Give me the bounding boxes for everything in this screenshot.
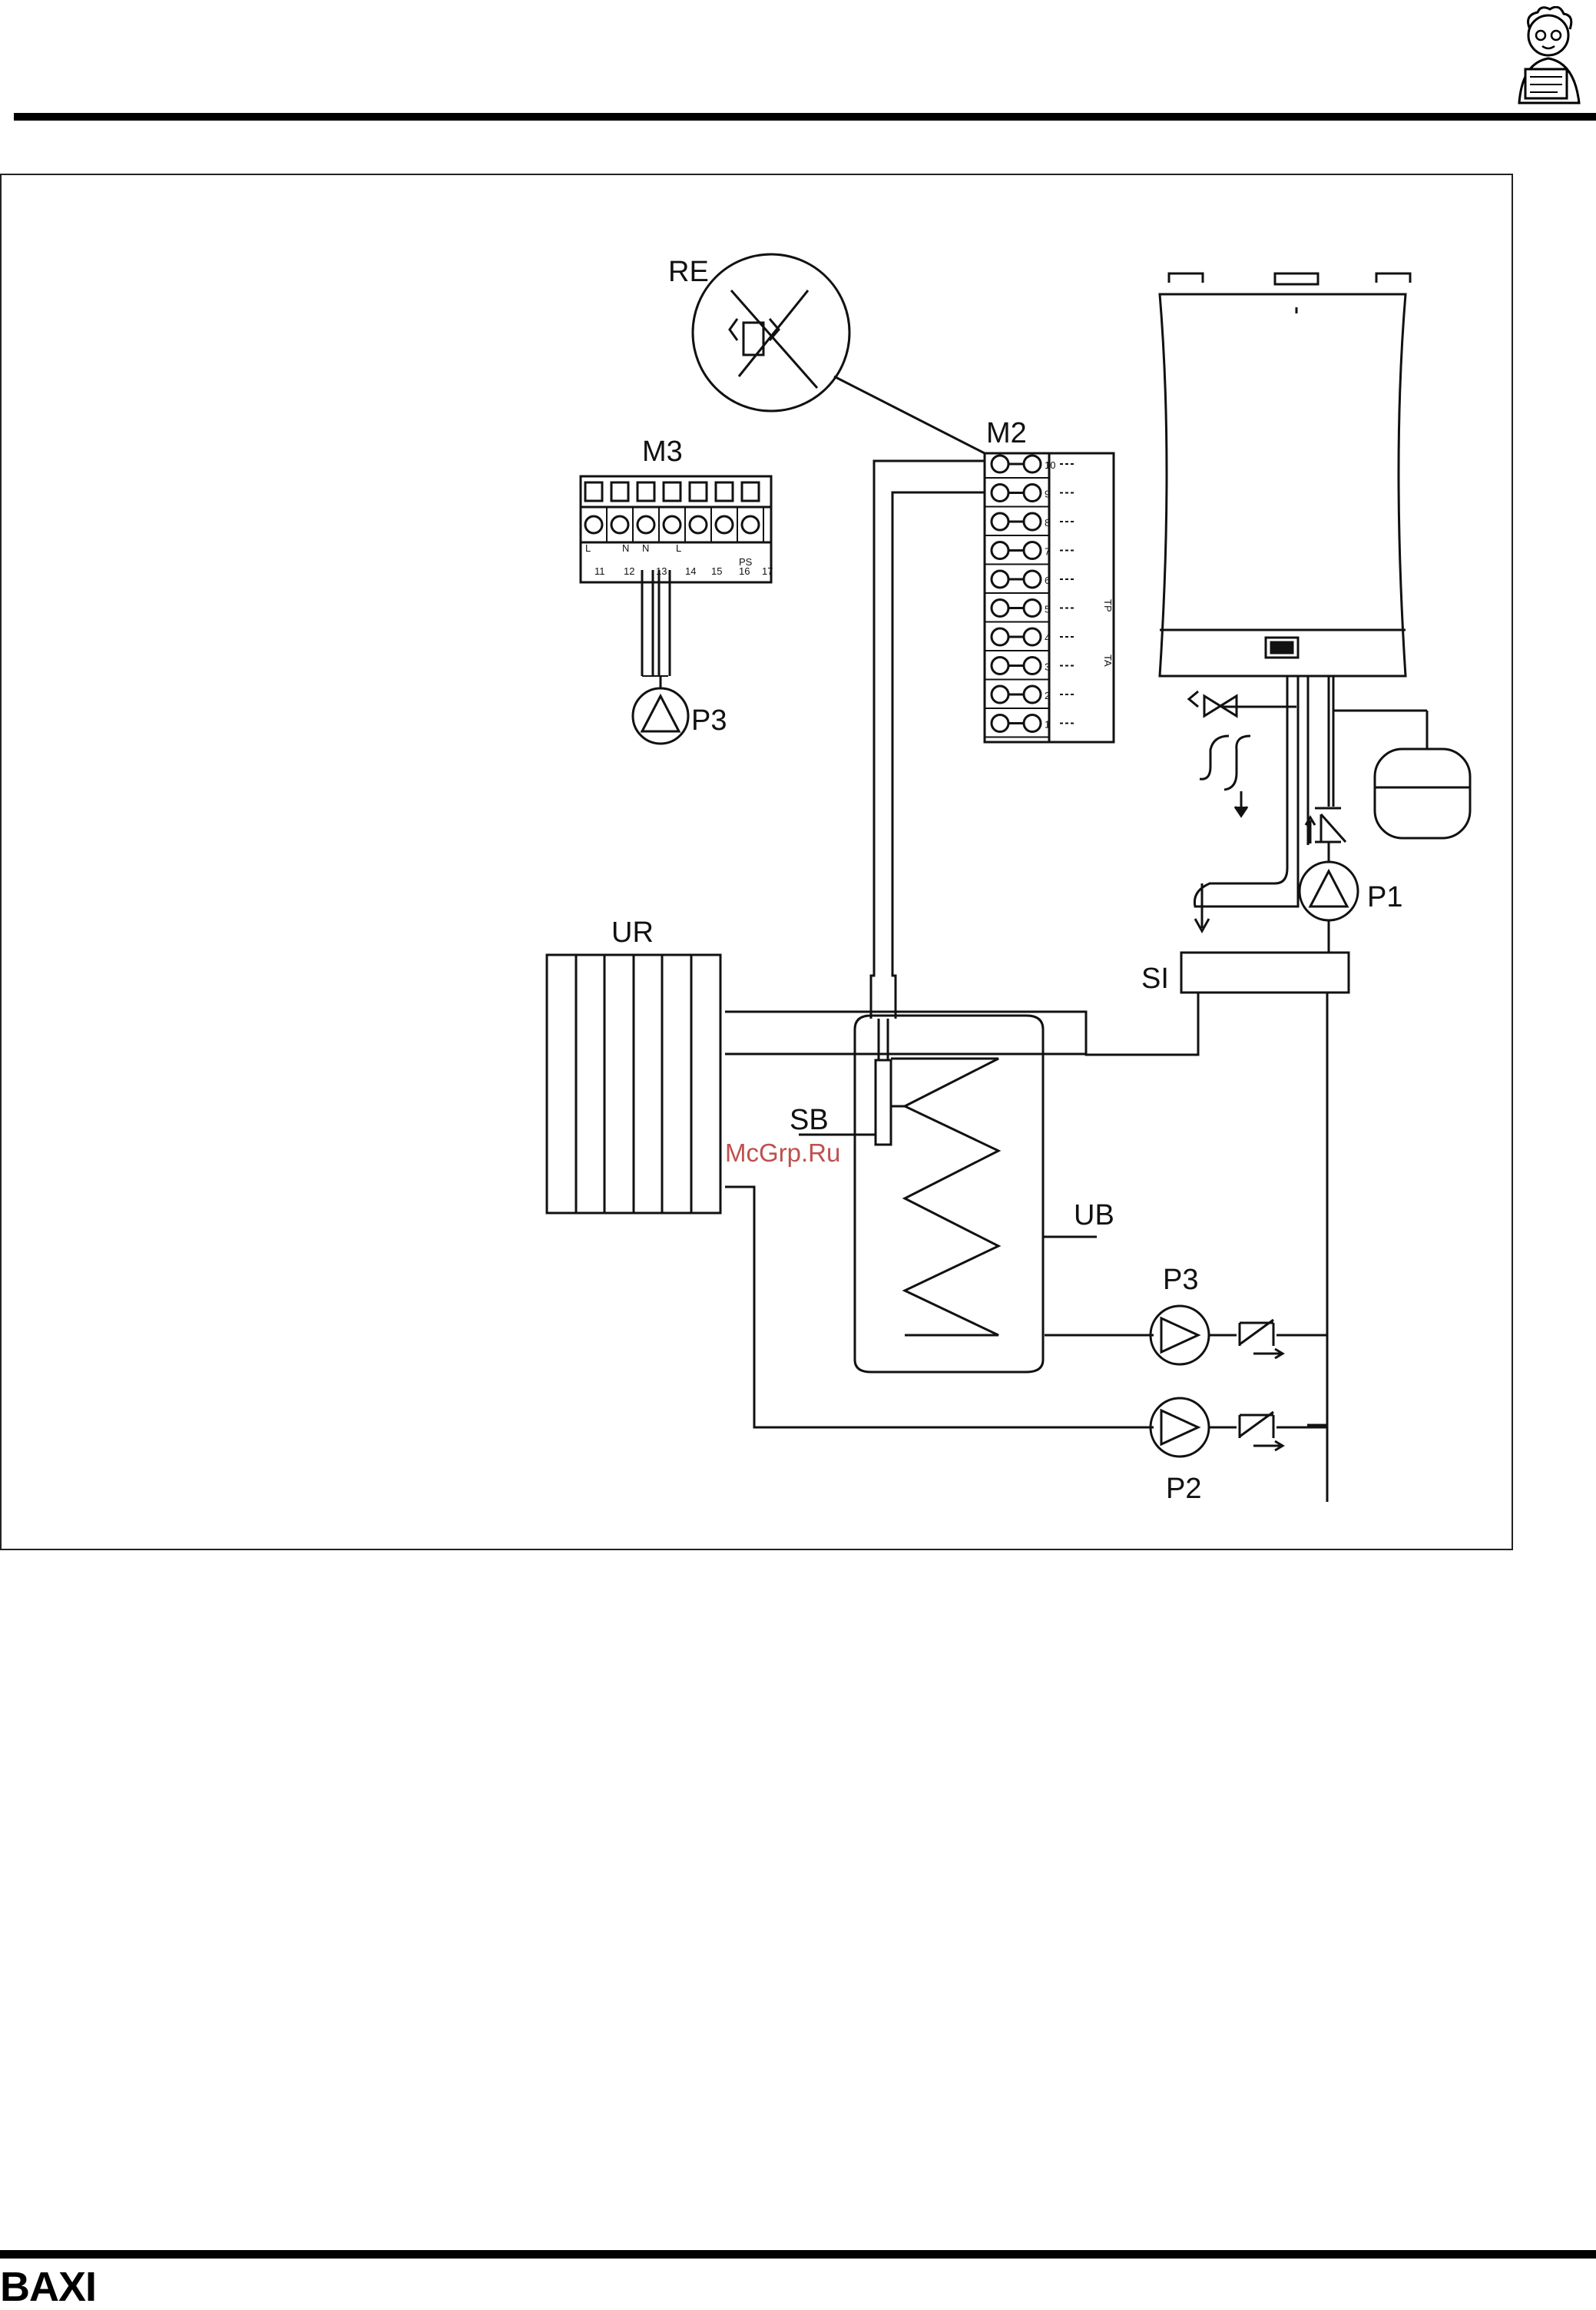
m3-screw	[610, 515, 630, 535]
m3-letter: N	[642, 542, 649, 554]
m2-terminal-number: 4	[1045, 632, 1050, 644]
m2-screw	[990, 656, 1010, 675]
m2-terminal-number: 1	[1045, 719, 1050, 731]
top-rule	[14, 113, 1596, 121]
m3-screw	[636, 515, 656, 535]
m3-ps-label: PS	[739, 556, 753, 568]
m3-screw	[714, 515, 734, 535]
m2-screw	[1022, 627, 1042, 647]
m2-terminal-number: 6	[1045, 575, 1050, 586]
m2-screw	[1022, 483, 1042, 502]
m3-terminal-number: 16	[739, 565, 750, 577]
m2-screw	[1022, 684, 1042, 704]
storage-tank-ub	[853, 1014, 1154, 1374]
m3-screw	[662, 515, 682, 535]
label-m3: M3	[642, 436, 683, 468]
pump-p3-tank	[1149, 1304, 1210, 1366]
m2-tp-label: TP	[1102, 599, 1114, 612]
m2-terminal-number: 10	[1045, 459, 1055, 471]
m2-terminal-number: 2	[1045, 690, 1050, 701]
m3-terminal-number: 11	[594, 565, 605, 577]
m3-letter: N	[622, 542, 629, 554]
m3-terminal-number: 12	[624, 565, 634, 577]
m2-screw	[1022, 512, 1042, 532]
m2-screw	[990, 714, 1010, 733]
sensor-sb	[799, 459, 985, 1146]
m2-screw	[990, 598, 1010, 618]
diagram-frame	[0, 174, 1513, 1550]
hydraulic-separator-si	[1180, 951, 1350, 994]
label-si: SI	[1141, 963, 1169, 995]
m3-terminal-number: 14	[685, 565, 696, 577]
m2-screw	[990, 483, 1010, 502]
relief-valve	[1187, 690, 1296, 818]
m3-top-cell	[662, 481, 682, 502]
watermark-text: McGrp.Ru	[725, 1138, 840, 1167]
m2-terminal-number: 5	[1045, 604, 1050, 615]
m3-terminal-number: 15	[711, 565, 722, 577]
m3-screw	[584, 515, 604, 535]
m2-ta-label: TA	[1102, 655, 1114, 667]
label-m2: M2	[986, 417, 1027, 449]
m2-screw	[1022, 454, 1042, 474]
relay-re	[691, 253, 985, 455]
m3-letter: L	[585, 542, 591, 554]
m2-screw	[1022, 656, 1042, 675]
m2-screw	[990, 541, 1010, 560]
m3-screw	[740, 515, 760, 535]
m3-top-cell	[584, 481, 604, 502]
pump-p1	[1298, 842, 1359, 922]
m3-terminal-number: 17	[762, 565, 773, 577]
label-sb: SB	[790, 1104, 829, 1136]
label-p3-tank: P3	[1163, 1264, 1198, 1296]
m2-screw	[1022, 714, 1042, 733]
m3-letter: L	[676, 542, 681, 554]
m3-top-cell	[610, 481, 630, 502]
boiler-unit	[1158, 272, 1412, 678]
m3-terminal-number: 13	[656, 565, 667, 577]
bottom-rule	[0, 2250, 1596, 2259]
m3-top-cell	[714, 481, 734, 502]
terminal-block-m3	[579, 475, 773, 677]
pump-p3-top	[631, 676, 690, 745]
m2-terminal-number: 3	[1045, 661, 1050, 673]
m2-screw	[990, 454, 1010, 474]
m2-screw	[990, 627, 1010, 647]
m3-top-cell	[688, 481, 708, 502]
m2-screw	[1022, 569, 1042, 589]
m2-screw	[1022, 598, 1042, 618]
m3-top-cell	[740, 481, 760, 502]
label-p3-top: P3	[691, 704, 727, 737]
label-ub: UB	[1074, 1199, 1114, 1231]
m3-top-cell	[636, 481, 656, 502]
m2-terminal-number: 8	[1045, 517, 1050, 529]
m2-terminal-number: 7	[1045, 546, 1050, 558]
label-re: RE	[668, 256, 709, 288]
brand-logo: BAXI	[0, 2264, 97, 2310]
m2-screw	[1022, 541, 1042, 560]
m2-screw	[990, 569, 1010, 589]
m2-screw	[990, 684, 1010, 704]
m2-screw	[990, 512, 1010, 532]
pump-p2	[1149, 1397, 1210, 1458]
expansion-vessel	[1333, 709, 1472, 840]
terminal-block-m2	[983, 452, 1115, 744]
m3-screw	[688, 515, 708, 535]
label-p2: P2	[1166, 1473, 1201, 1505]
label-p1: P1	[1367, 881, 1402, 913]
mascot-icon	[1518, 6, 1581, 104]
label-ur: UR	[611, 916, 654, 949]
radiator-ur	[545, 953, 722, 1215]
m2-terminal-number: 9	[1045, 489, 1050, 500]
